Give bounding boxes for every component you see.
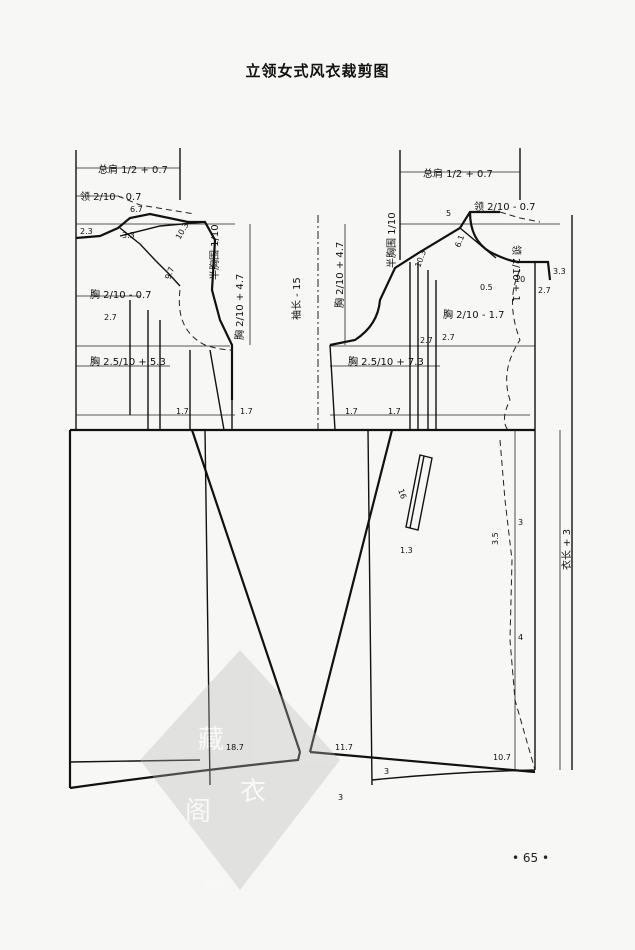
svg-text:2.3: 2.3 [80,227,93,236]
svg-text:1.7: 1.7 [388,407,401,416]
lower-panels [68,428,561,790]
label-collar-left: 领 2/10 - 0.7 [80,190,142,203]
label-chest-right-lower: 胸 2.5/10 + 7.3 [348,355,424,368]
svg-text:1.3: 1.3 [400,546,413,555]
svg-text:2.7: 2.7 [104,313,117,322]
label-chest-left-mid: 胸 2/10 + 4.7 [233,274,246,340]
svg-text:11.7: 11.7 [335,743,353,752]
svg-text:5: 5 [446,209,451,218]
page-title: 立领女式风衣裁剪图 [245,62,390,80]
svg-text:4: 4 [518,633,523,642]
dimension-labels: 总肩 1/2 + 0.7 总肩 1/2 + 0.7 领 2/10 - 0.7 领… [80,163,573,802]
label-collar-right: 领 2/10 - 0.7 [474,200,536,213]
watermark-stamp: 藏 衣 阁 PDG [140,650,340,893]
svg-text:1.7: 1.7 [345,407,358,416]
label-collar-side-right: 领 2/10 + 1 [510,245,523,302]
label-chest-left-upper: 胸 2/10 - 0.7 [90,288,152,301]
svg-text:10.3: 10.3 [413,249,428,269]
label-chest-right-mid: 胸 2/10 + 4.7 [333,242,346,308]
svg-text:PDG: PDG [203,880,227,893]
svg-text:2.7: 2.7 [538,286,551,295]
label-half-chest-right: 半胸围 1/10 [385,212,398,268]
svg-text:2.7: 2.7 [442,333,455,342]
left-bodice [75,148,319,431]
label-total-shoulder-left: 总肩 1/2 + 0.7 [98,163,168,176]
label-chest-right-upper: 胸 2/10 - 1.7 [443,308,505,321]
svg-text:1.7: 1.7 [176,407,189,416]
label-chest-left-lower: 胸 2.5/10 + 5.3 [90,355,166,368]
svg-text:1.7: 1.7 [240,407,253,416]
svg-text:阁: 阁 [185,797,211,827]
label-sleeve-length: 袖长 - 15 [290,277,303,320]
svg-text:10.7: 10.7 [493,753,511,762]
svg-text:18.7: 18.7 [226,743,244,752]
page-number: • 65 • [512,851,550,865]
svg-text:3: 3 [338,793,343,802]
svg-text:0.5: 0.5 [480,283,493,292]
svg-text:衣: 衣 [240,777,266,807]
svg-text:3: 3 [518,518,523,527]
svg-text:16: 16 [396,488,408,501]
svg-text:6.7: 6.7 [130,205,143,214]
svg-text:3: 3 [384,767,389,776]
svg-text:10: 10 [515,275,525,284]
svg-text:2.7: 2.7 [420,336,433,345]
svg-text:藏: 藏 [198,725,224,755]
label-half-chest-left: 半胸围 1/10 [208,224,221,280]
svg-text:3.3: 3.3 [122,231,135,240]
svg-text:3.3: 3.3 [553,267,566,276]
svg-text:6.1: 6.1 [453,234,466,249]
label-coat-length: 衣长 + 3 [560,529,573,570]
svg-text:3.5: 3.5 [491,532,500,545]
svg-text:9.7: 9.7 [163,266,176,281]
label-total-shoulder-right: 总肩 1/2 + 0.7 [423,167,493,180]
right-bodice [329,148,573,770]
